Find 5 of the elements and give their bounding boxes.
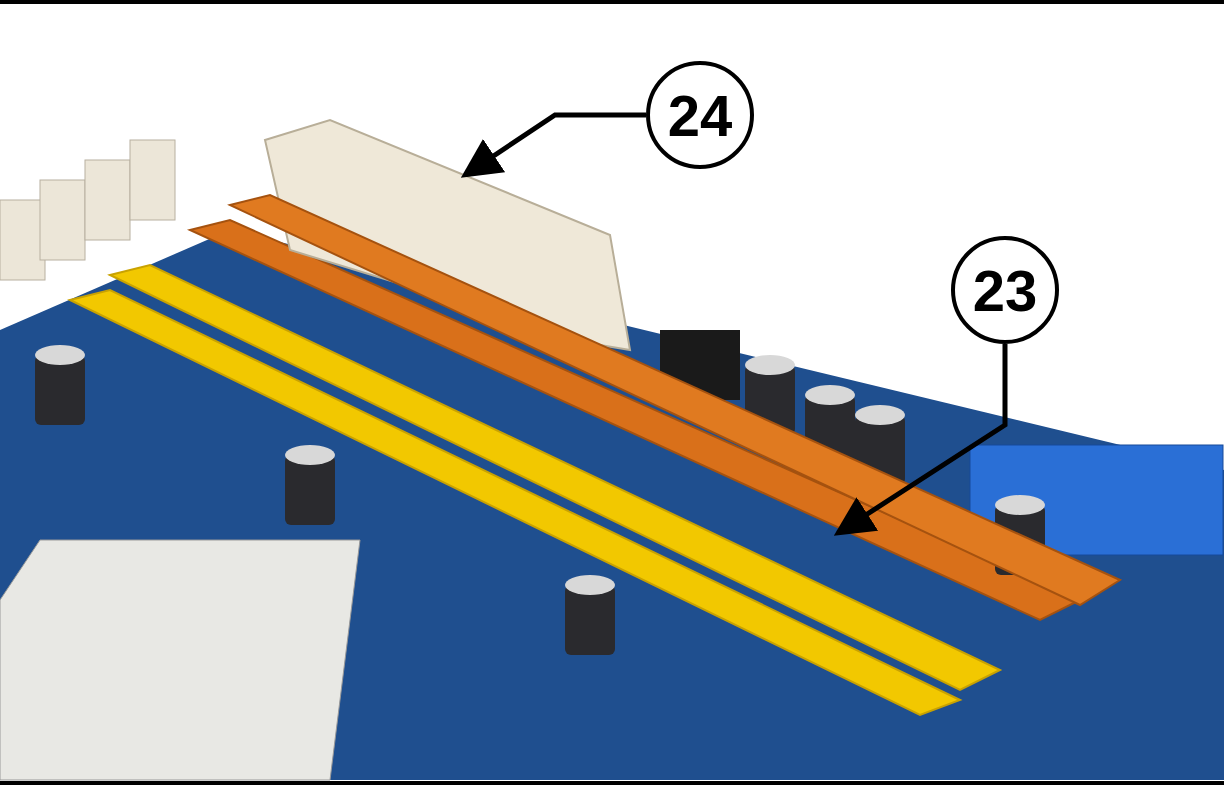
callout-number: 23	[951, 236, 1059, 344]
memory-slot	[227, 193, 1123, 607]
leader-arrow	[460, 112, 646, 178]
leader-arrow	[833, 344, 1008, 536]
callout-number: 24	[646, 61, 754, 169]
